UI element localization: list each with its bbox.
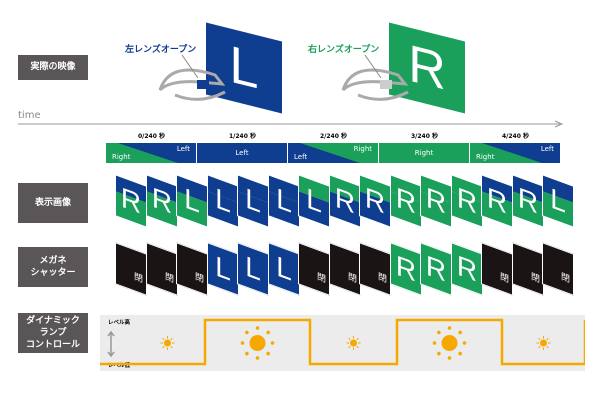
- level-arrow-icon: [107, 330, 115, 358]
- label-glasses-shutter: メガネ シャッター: [18, 247, 88, 287]
- display-frame: R: [389, 174, 422, 228]
- time-tick: 2/240 秒: [320, 133, 347, 140]
- shutter-frame: 閉: [145, 242, 178, 296]
- display-frame: R: [420, 174, 452, 228]
- shutter-frame: L: [267, 242, 300, 296]
- label-dynamic-lamp-control: ダイナミック ランプ コントロール: [18, 313, 88, 353]
- time-tick: 3/240 秒: [411, 133, 438, 140]
- time-tick: 4/240 秒: [502, 133, 529, 140]
- shutter-frame: 閉: [542, 242, 574, 296]
- display-frame: R: [450, 174, 483, 228]
- label-display-image: 表示画像: [18, 183, 88, 223]
- display-frame: R: [145, 174, 178, 228]
- display-frame: L: [542, 174, 574, 228]
- time-tick: 0/240 秒: [138, 133, 165, 140]
- shutter-frame: 閉: [359, 242, 391, 296]
- lamp-panel: レベル高 レベル低: [100, 315, 585, 371]
- shutter-frame: 閉: [115, 242, 147, 296]
- display-frame: R: [481, 174, 513, 228]
- shutter-frame: R: [420, 242, 452, 296]
- sun-small-icon: [536, 336, 551, 350]
- sun-large-icon: [240, 326, 275, 360]
- left-lens-open-caption: 左レンズオープン: [125, 45, 197, 55]
- level-low-label: レベル低: [108, 363, 131, 369]
- display-frame: R: [359, 174, 391, 228]
- sun-small-icon: [160, 336, 175, 350]
- display-frame: L: [176, 174, 208, 228]
- display-frame: L: [267, 174, 300, 228]
- shutter-frame: R: [450, 242, 483, 296]
- shutter-frame: 閉: [511, 242, 544, 296]
- display-frame: L: [237, 174, 269, 228]
- level-high-label: レベル高: [108, 320, 131, 326]
- shutter-frame: 閉: [176, 242, 208, 296]
- display-frame: R: [511, 174, 544, 228]
- shutter-frame: L: [206, 242, 239, 296]
- frame-segment: Right: [379, 143, 470, 163]
- label-actual-image: 実際の映像: [18, 55, 88, 80]
- right-lens-open-caption: 右レンズオープン: [308, 45, 380, 55]
- shutter-frame: 閉: [298, 242, 330, 296]
- time-label: time: [18, 110, 41, 121]
- lamp-level-line: [100, 318, 585, 366]
- sun-large-icon: [432, 326, 467, 360]
- shutter-frame: L: [237, 242, 269, 296]
- lamp-level-graph: [100, 318, 585, 366]
- shutter-frame: R: [389, 242, 422, 296]
- time-tick: 1/240 秒: [229, 133, 256, 140]
- shutter-frame: 閉: [328, 242, 361, 296]
- frame-segment: Left: [197, 143, 288, 163]
- display-frame: L: [298, 174, 330, 228]
- display-frame: R: [115, 174, 147, 228]
- display-frame: L: [206, 174, 239, 228]
- sun-small-icon: [346, 336, 361, 350]
- shutter-frame: 閉: [481, 242, 513, 296]
- glasses-icon: [18, 54, 564, 128]
- display-frame: R: [328, 174, 361, 228]
